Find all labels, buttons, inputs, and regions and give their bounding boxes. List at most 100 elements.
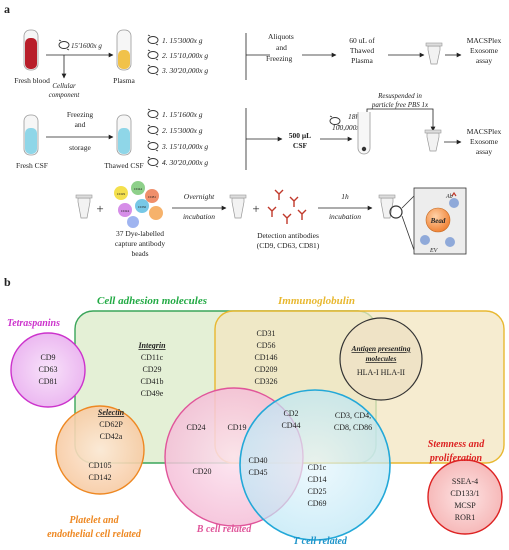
tetraspanins-title: Tetraspanins	[7, 318, 60, 329]
centrifuge-icon	[147, 124, 159, 136]
marker: CD40	[248, 456, 267, 465]
centrifuge-icon	[147, 108, 159, 120]
csf-step-2: 2. 15'3000x g	[162, 126, 203, 135]
marker: CD24	[186, 423, 205, 432]
marker: CD146	[254, 353, 277, 362]
stemness-circle	[427, 459, 503, 535]
microtube-icon	[425, 42, 443, 65]
integrin-title: Integrin	[137, 341, 166, 350]
apm-markers: HLA-I HLA-II	[357, 368, 406, 377]
marker: SSEA-4	[452, 477, 478, 486]
stemness-title: Stemness and	[428, 439, 485, 450]
centrifuge-icon	[147, 34, 159, 46]
csf-step-4: 4. 30'20,000x g	[162, 158, 208, 167]
resuspend-arrow	[366, 108, 436, 132]
selectin-title: Selectin	[98, 408, 125, 417]
plasma-step-3: 3. 30'20,000x g	[161, 66, 208, 75]
platelet-title-2: endothelial cell related	[47, 529, 142, 540]
marker: ROR1	[455, 513, 475, 522]
marker: CD209	[254, 365, 277, 374]
thawed-plasma-label: 60 uL of	[349, 36, 375, 45]
marker: CD31	[256, 329, 275, 338]
ultracentrifuge-icon	[329, 115, 341, 127]
platelet-circle	[55, 405, 145, 495]
marker: CD81	[38, 377, 57, 386]
marker: MCSP	[454, 501, 476, 510]
immunoglobulin-title: Immunoglobulin	[277, 295, 355, 307]
bead-code: CD81	[148, 195, 157, 199]
ab-label: Ab	[445, 194, 453, 200]
resuspend-label-2: particle free PBS 1x	[371, 101, 429, 109]
magnifier-icon	[389, 205, 403, 219]
fresh-csf-tube	[23, 114, 39, 156]
macsplex-label-3: assay	[476, 147, 492, 156]
macsplex-label-2: Exosome	[470, 137, 499, 146]
platelet-title: Platelet and	[69, 515, 119, 526]
zoom-line	[401, 195, 415, 209]
bead-code: CD44	[134, 187, 143, 191]
microtube-icon	[424, 129, 442, 152]
marker: CD42a	[100, 432, 123, 441]
csf-steps: 1. 15'1600x g 2. 15'3000x g 3. 15'10,000…	[147, 108, 208, 168]
marker: CD11c	[141, 353, 164, 362]
marker: CD44	[281, 421, 300, 430]
thawed-plasma-label-2: Thawed	[350, 46, 374, 55]
hour-label: 1h	[341, 192, 349, 201]
marker: CD41b	[140, 377, 163, 386]
detection-label: Detection antibodies	[257, 231, 319, 240]
macsplex-label-2: Exosome	[470, 46, 499, 55]
centrifuge-icon	[147, 49, 159, 61]
freeze-label-2: and	[75, 120, 86, 129]
ev-label: EV	[429, 248, 439, 254]
centrifuge-icon	[147, 64, 159, 76]
marker: CD133/1	[450, 489, 479, 498]
uc-time-label: 18h	[348, 112, 360, 121]
plasma-tube	[116, 29, 132, 71]
marker: CD69	[307, 499, 326, 508]
antigen-presenting-circle	[339, 317, 423, 401]
bead-code: CD24	[121, 209, 130, 213]
marker: CD19	[227, 423, 246, 432]
plasma-step-2: 2. 15'10,000x g	[162, 51, 208, 60]
fresh-blood-tube	[23, 29, 39, 71]
aliquots-label-2: and	[276, 43, 287, 52]
centrifuge-icon	[58, 39, 70, 51]
thawed-csf-tube	[116, 114, 132, 156]
plasma-label: Plasma	[113, 76, 135, 85]
sample-tube-icon	[229, 194, 247, 219]
bead-code: CD56	[138, 205, 147, 209]
detection-antibodies-icon	[267, 189, 307, 224]
capture-beads-cluster: CD29 CD44 CD81 CD24 CD56	[114, 181, 163, 228]
tcell-circle	[239, 389, 391, 541]
csf-volume-label-2: CSF	[293, 141, 308, 150]
cellular-label: Cellular	[52, 82, 76, 90]
overnight-label-2: incubation	[183, 212, 215, 221]
plus-sign: +	[96, 201, 103, 216]
freeze-label-3: storage	[69, 143, 91, 152]
csf-step-3: 3. 15'10,000x g	[161, 142, 208, 151]
stemness-title-2: proliferation	[429, 453, 483, 464]
marker: CD62P	[99, 420, 123, 429]
marker: CD2	[283, 409, 298, 418]
bead-complex-inset: Bead Ab EV	[413, 187, 467, 255]
marker: CD142	[88, 473, 111, 482]
cell-adhesion-title: Cell adhesion molecules	[97, 295, 207, 307]
beads-label: 37 Dye-labelled	[116, 229, 164, 238]
marker: CD9	[40, 353, 55, 362]
aliquots-label-3: Freezing	[266, 54, 292, 63]
blood-spin-label: 15'1600x g	[71, 42, 102, 50]
tetraspanins-circle	[10, 332, 86, 408]
fresh-blood-label: Fresh blood	[14, 76, 50, 85]
panel-a-label: a	[4, 2, 10, 16]
marker: CD49e	[141, 389, 164, 398]
marker: CD8, CD86	[334, 423, 372, 432]
panel-b-label: b	[4, 275, 11, 289]
marker: CD14	[307, 475, 326, 484]
bead-label: Bead	[430, 217, 446, 225]
macsplex-label-3: assay	[476, 56, 492, 65]
ultracentrifuge-tube-icon	[357, 112, 371, 155]
marker: CD20	[192, 467, 211, 476]
uc-speed-label: 100,000x g	[332, 123, 366, 132]
hour-label-2: incubation	[329, 212, 361, 221]
